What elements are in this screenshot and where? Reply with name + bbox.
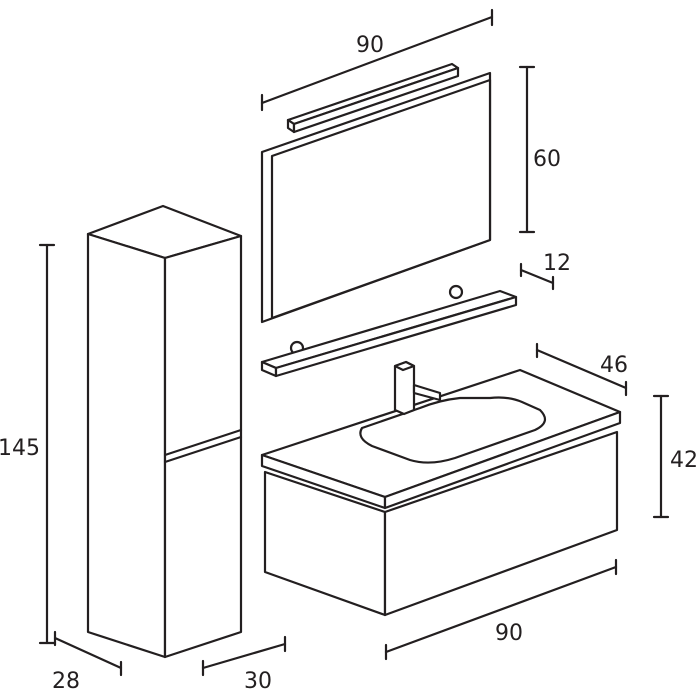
shelf-bracket-right [448, 284, 464, 300]
faucet-spout [412, 383, 442, 402]
column-width-label: 30 [244, 669, 272, 694]
vanity-side-face [383, 430, 619, 617]
faucet-top [393, 360, 416, 372]
column-depth-label: 28 [52, 669, 80, 694]
countertop-side-edge [383, 410, 622, 510]
vanity-depth-label: 46 [600, 353, 628, 378]
mirror-width-label: 90 [356, 33, 384, 58]
tall-column-cabinet [86, 204, 243, 659]
column-door-division [163, 428, 243, 457]
mirror-height-label: 60 [533, 147, 561, 172]
faucet [393, 360, 442, 416]
column-front-face [86, 232, 167, 659]
shelf-depth-label: 12 [543, 251, 571, 276]
shelf-front [274, 295, 518, 378]
mirror-light-bar [286, 62, 460, 134]
vanity-height-label: 42 [670, 448, 698, 473]
column-door-division-gap [163, 435, 243, 464]
column-side-face [163, 234, 243, 659]
mirror [260, 71, 492, 324]
vanity-width-label: 90 [495, 621, 523, 646]
vanity-unit [260, 368, 622, 617]
mirror-front-face [270, 78, 492, 320]
column-height-label: 145 [0, 436, 40, 461]
glass-shelf [260, 284, 518, 378]
light-bar-front [292, 66, 460, 134]
dimension-lines [38, 8, 670, 677]
